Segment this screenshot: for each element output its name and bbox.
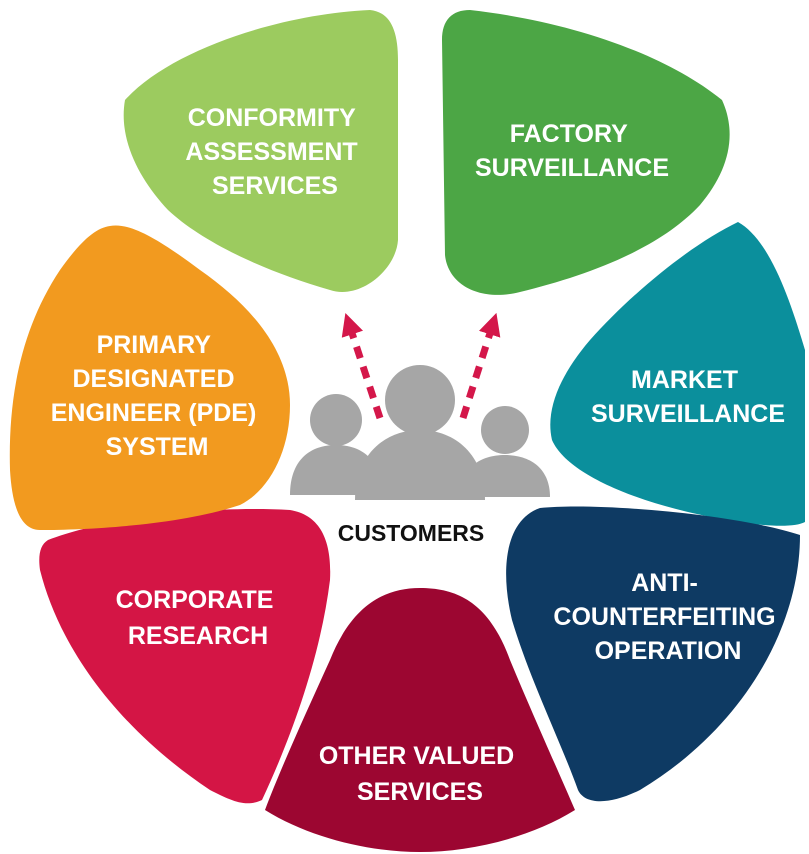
segment-factory-line-1: FACTORY [510, 120, 628, 148]
person-center-body [355, 430, 485, 500]
segment-pde-label: PRIMARY DESIGNATED ENGINEER (PDE) SYSTEM [51, 331, 264, 461]
person-right-head [481, 406, 529, 454]
segment-pde-line-3: ENGINEER (PDE) [51, 399, 257, 427]
arrow-to-conformity [341, 312, 384, 420]
segment-other-label: OTHER VALUED SERVICES [319, 742, 521, 806]
person-left-head [310, 394, 362, 446]
arrow-to-factory [459, 312, 501, 420]
segment-market-line-1: MARKET [631, 366, 738, 394]
segment-other-valued-services: OTHER VALUED SERVICES [265, 588, 575, 852]
segment-conformity-line-1: CONFORMITY [188, 104, 356, 132]
segment-anti-label: ANTI- COUNTERFEITING OPERATION [553, 569, 782, 665]
segment-market-shape [550, 222, 805, 526]
segment-pde-line-2: DESIGNATED [72, 365, 234, 393]
segment-conformity-line-3: SERVICES [212, 172, 338, 200]
segment-factory-surveillance: FACTORY SURVEILLANCE [442, 10, 730, 295]
segment-pde-line-4: SYSTEM [106, 433, 209, 461]
segment-other-line-1: OTHER VALUED [319, 742, 514, 770]
segment-factory-line-2: SURVEILLANCE [475, 154, 669, 182]
segment-conformity-assessment: CONFORMITY ASSESSMENT SERVICES [123, 10, 399, 292]
segment-pde-system: PRIMARY DESIGNATED ENGINEER (PDE) SYSTEM [9, 225, 291, 531]
segment-corporate-research: CORPORATE RESEARCH [39, 509, 331, 804]
segment-pde-line-1: PRIMARY [97, 331, 212, 359]
segment-anti-line-3: OPERATION [595, 637, 742, 665]
people-group-icon [290, 365, 550, 500]
segment-factory-label: FACTORY SURVEILLANCE [475, 120, 669, 182]
segment-anti-shape [506, 506, 800, 802]
segment-other-line-2: SERVICES [357, 778, 483, 806]
person-center-head [385, 365, 455, 435]
segment-conformity-label: CONFORMITY ASSESSMENT SERVICES [185, 104, 364, 200]
segment-corporate-line-1: CORPORATE [116, 586, 274, 614]
segment-anti-line-1: ANTI- [631, 569, 698, 597]
customers-label: CUSTOMERS [338, 520, 485, 546]
segment-corporate-line-2: RESEARCH [128, 622, 268, 650]
segment-factory-shape [442, 10, 730, 295]
segment-other-shape [265, 588, 575, 852]
customers-center: CUSTOMERS [290, 312, 550, 546]
segment-conformity-line-2: ASSESSMENT [185, 138, 357, 166]
segment-market-surveillance: MARKET SURVEILLANCE [550, 222, 805, 526]
segment-market-line-2: SURVEILLANCE [591, 400, 785, 428]
segment-conformity-shape [123, 10, 399, 292]
segment-anti-counterfeiting: ANTI- COUNTERFEITING OPERATION [506, 506, 800, 802]
segment-corporate-label: CORPORATE RESEARCH [116, 586, 281, 650]
segment-market-label: MARKET SURVEILLANCE [591, 366, 785, 428]
segment-corporate-shape [39, 509, 331, 804]
segment-anti-line-2: COUNTERFEITING [553, 603, 775, 631]
segment-pde-shape [9, 225, 291, 531]
